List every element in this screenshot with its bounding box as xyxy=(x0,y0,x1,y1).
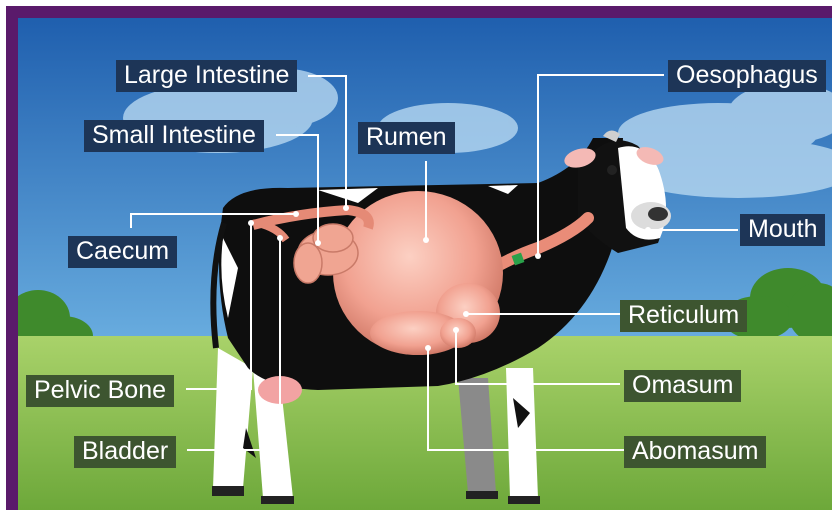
label-rumen: Rumen xyxy=(358,122,455,154)
label-omasum: Omasum xyxy=(624,370,741,402)
diagram-scene: Large Intestine Small Intestine Rumen Oe… xyxy=(18,18,832,510)
label-small-intestine: Small Intestine xyxy=(84,120,264,152)
label-abomasum: Abomasum xyxy=(624,436,766,468)
omasum-organ xyxy=(440,318,476,348)
label-mouth: Mouth xyxy=(740,214,825,246)
label-oesophagus: Oesophagus xyxy=(668,60,826,92)
diagram-frame: Large Intestine Small Intestine Rumen Oe… xyxy=(6,6,832,510)
label-reticulum: Reticulum xyxy=(620,300,747,332)
label-pelvic-bone: Pelvic Bone xyxy=(26,375,174,407)
label-caecum: Caecum xyxy=(68,236,177,268)
label-bladder: Bladder xyxy=(74,436,176,468)
label-large-intestine: Large Intestine xyxy=(116,60,297,92)
